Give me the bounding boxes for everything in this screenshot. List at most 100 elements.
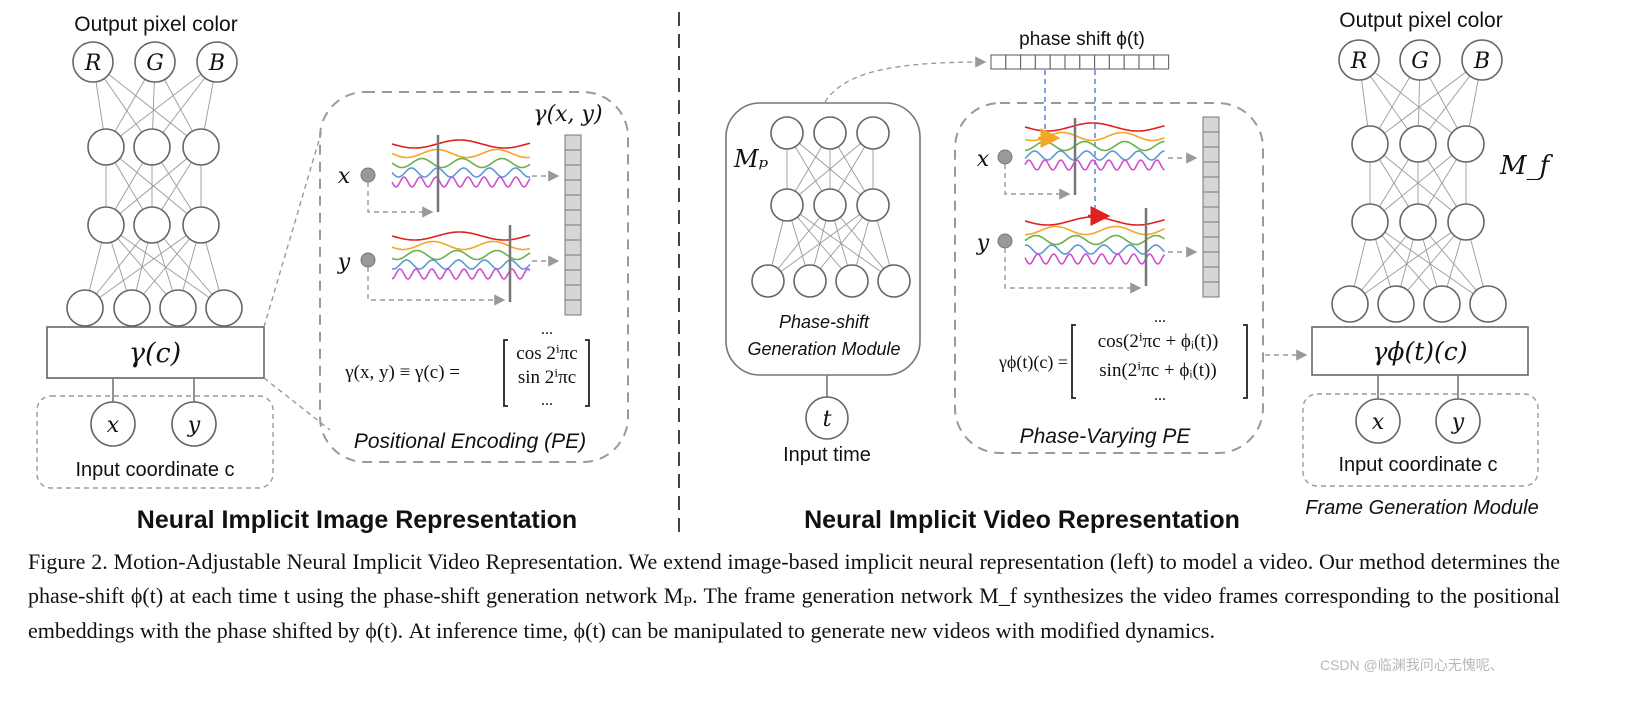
left-input-x-node bbox=[90, 401, 136, 447]
right-wave-group-y bbox=[1024, 216, 1166, 265]
left-node-1-0 bbox=[87, 128, 125, 166]
right-pe-x: x bbox=[977, 147, 990, 172]
left-title: Neural Implicit Image Representation bbox=[137, 506, 577, 534]
mp-name-line2: Generation Module bbox=[747, 339, 900, 359]
left-channel-B: B bbox=[208, 51, 225, 76]
right-node-3-3 bbox=[1469, 285, 1507, 323]
mp-label: Mₚ bbox=[733, 145, 769, 173]
mp-node-2-3 bbox=[877, 264, 911, 298]
mp-node-0-0 bbox=[770, 116, 804, 150]
right-node-0-0 bbox=[1338, 39, 1380, 81]
left-node-3-3 bbox=[205, 289, 243, 327]
right-encoding-box bbox=[1311, 326, 1529, 376]
left-pe-vector-label: γ(x, y) bbox=[533, 102, 602, 127]
right-node-3-0 bbox=[1331, 285, 1369, 323]
left-node-0-2 bbox=[196, 41, 238, 83]
phase-shift-vector bbox=[990, 54, 1170, 70]
time-node-label: t bbox=[823, 407, 832, 432]
left-pe-formula: γ(x, y) ≡ γ(c) = bbox=[344, 362, 460, 383]
right-encoding-label: γϕ(t)(c) bbox=[1372, 337, 1467, 366]
phase-shift-label: phase shift ϕ(t) bbox=[1019, 29, 1145, 50]
left-encoding-box bbox=[46, 326, 265, 379]
right-matrix-row-2: cos(2ⁱπc + ϕᵢ(t)) bbox=[1098, 331, 1219, 352]
mp-node-2-1 bbox=[793, 264, 827, 298]
watermark: CSDN @临渊我问心无愧呢、 bbox=[1320, 657, 1504, 673]
left-node-3-2 bbox=[159, 289, 197, 327]
mf-label: M_f bbox=[1499, 151, 1554, 181]
right-title: Neural Implicit Video Representation bbox=[804, 506, 1240, 534]
figure-caption: Figure 2. Motion-Adjustable Neural Impli… bbox=[28, 549, 1560, 643]
right-node-2-2 bbox=[1447, 203, 1485, 241]
left-pe-caption: Positional Encoding (PE) bbox=[354, 430, 586, 453]
right-node-0-2 bbox=[1461, 39, 1503, 81]
left-wave-group-x bbox=[391, 139, 531, 188]
mp-node-2-0 bbox=[751, 264, 785, 298]
right-node-2-1 bbox=[1399, 203, 1437, 241]
left-input-y: y bbox=[187, 413, 201, 438]
left-node-3-1 bbox=[113, 289, 151, 327]
left-node-2-1 bbox=[133, 206, 171, 244]
left-network: Output pixel color R G B γ(c) x y Input co… bbox=[36, 13, 331, 489]
right-pe-caption: Phase-Varying PE bbox=[1020, 425, 1192, 448]
mp-node-1-1 bbox=[813, 188, 847, 222]
left-node-3-0 bbox=[66, 289, 104, 327]
phase-shift-module: Mₚ Phase-shift Generation Module t Input… bbox=[725, 102, 921, 466]
right-node-1-0 bbox=[1351, 125, 1389, 163]
mp-node-0-2 bbox=[856, 116, 890, 150]
frame-module-label: Frame Generation Module bbox=[1305, 497, 1538, 519]
right-node-3-1 bbox=[1377, 285, 1415, 323]
time-node bbox=[805, 396, 849, 440]
mp-node-1-0 bbox=[770, 188, 804, 222]
left-node-2-2 bbox=[182, 206, 220, 244]
right-node-1-2 bbox=[1447, 125, 1485, 163]
right-node-0-1 bbox=[1399, 39, 1441, 81]
left-matrix-row-4: ... bbox=[541, 392, 553, 409]
left-matrix-row-1: ... bbox=[541, 321, 553, 338]
right-output-label: Output pixel color bbox=[1339, 9, 1502, 32]
left-input-y-node bbox=[171, 401, 217, 447]
right-matrix-row-1: ... bbox=[1154, 309, 1166, 326]
right-pe-y: y bbox=[976, 231, 990, 256]
right-input-box bbox=[1302, 393, 1539, 487]
left-pe-box: γ(x, y) x y γ(x, y) ≡ γ(c) = ... cos 2ⁱπ… bbox=[319, 91, 629, 463]
right-input-x-node bbox=[1355, 398, 1401, 444]
time-label: Input time bbox=[783, 444, 871, 466]
left-encoding-label: γ(c) bbox=[129, 338, 181, 369]
left-matrix-row-2: cos 2ⁱπc bbox=[516, 343, 577, 364]
right-pe-formula: γϕ(t)(c) = bbox=[998, 352, 1068, 373]
right-input-label: Input coordinate c bbox=[1339, 454, 1498, 476]
right-channel-R: R bbox=[1350, 49, 1368, 74]
mp-node-2-2 bbox=[835, 264, 869, 298]
right-input-x: x bbox=[1372, 410, 1385, 435]
right-matrix-row-3: sin(2ⁱπc + ϕᵢ(t)) bbox=[1099, 360, 1216, 381]
left-node-0-1 bbox=[134, 41, 176, 83]
left-node-1-1 bbox=[133, 128, 171, 166]
right-pe-box: x y γϕ(t)(c) = ... cos(2ⁱπc + ϕᵢ(t)) sin… bbox=[954, 70, 1264, 454]
right-node-1-1 bbox=[1399, 125, 1437, 163]
right-channel-B: B bbox=[1473, 49, 1490, 74]
left-wave-group-y bbox=[391, 231, 531, 280]
left-pe-x: x bbox=[338, 164, 351, 189]
left-pe-y: y bbox=[337, 250, 351, 275]
right-node-2-0 bbox=[1351, 203, 1389, 241]
left-input-x: x bbox=[107, 413, 120, 438]
left-matrix-row-3: sin 2ⁱπc bbox=[518, 367, 576, 388]
left-output-label: Output pixel color bbox=[74, 13, 237, 36]
right-input-y: y bbox=[1451, 410, 1465, 435]
left-node-2-0 bbox=[87, 206, 125, 244]
left-node-0-0 bbox=[72, 41, 114, 83]
mp-name-line1: Phase-shift bbox=[779, 312, 870, 332]
mp-node-1-2 bbox=[856, 188, 890, 222]
left-channel-R: R bbox=[84, 51, 102, 76]
figure-diagram: Output pixel color R G B γ(c) x y Input co… bbox=[36, 9, 1554, 540]
right-input-y-node bbox=[1435, 398, 1481, 444]
right-matrix-row-4: ... bbox=[1154, 387, 1166, 404]
right-node-3-2 bbox=[1423, 285, 1461, 323]
left-input-box bbox=[36, 395, 274, 489]
right-channel-G: G bbox=[1411, 49, 1429, 74]
left-node-1-2 bbox=[182, 128, 220, 166]
left-input-label: Input coordinate c bbox=[76, 459, 235, 481]
mp-node-0-1 bbox=[813, 116, 847, 150]
left-channel-G: G bbox=[146, 51, 164, 76]
